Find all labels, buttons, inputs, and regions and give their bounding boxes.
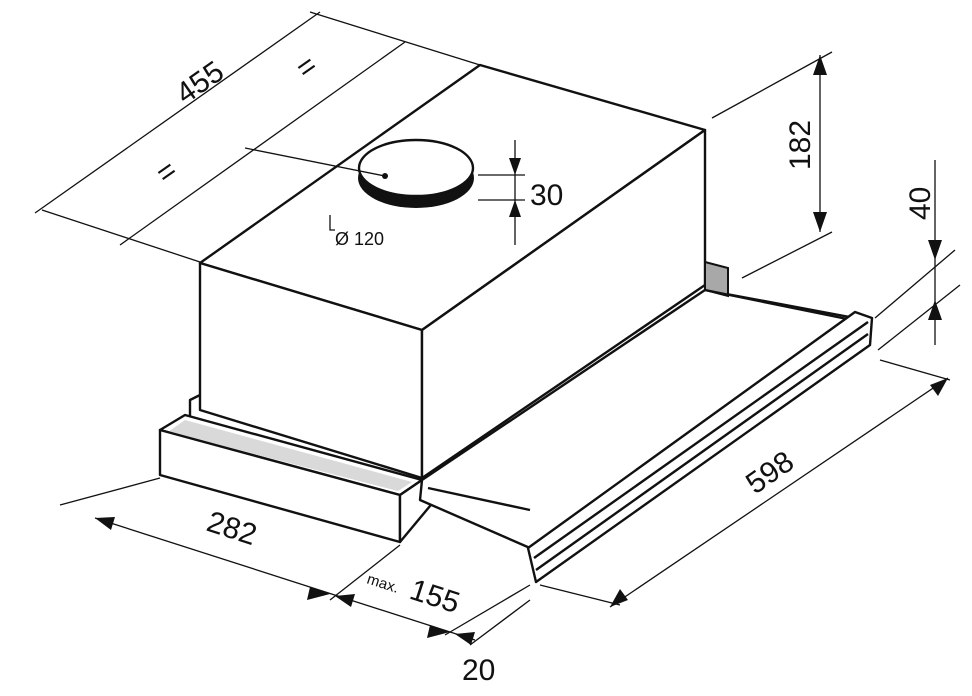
equal-left-label: = bbox=[150, 154, 183, 191]
width-label: 598 bbox=[740, 445, 800, 501]
height-label: 182 bbox=[784, 120, 817, 170]
extension-label: 155 bbox=[406, 573, 464, 620]
drawer-height-label: 40 bbox=[904, 187, 937, 220]
front-panel-label: 20 bbox=[462, 654, 495, 687]
arrowheads bbox=[95, 55, 948, 645]
max-prefix-label: max. bbox=[365, 571, 401, 597]
air-duct bbox=[357, 138, 475, 208]
depth-label: 455 bbox=[170, 55, 230, 111]
equal-right-label: = bbox=[290, 49, 323, 86]
body-depth-label: 282 bbox=[203, 505, 261, 552]
duct-height-label: 30 bbox=[530, 179, 563, 212]
duct-diameter-label: Ø 120 bbox=[335, 229, 384, 249]
telescopic-drawer bbox=[418, 260, 874, 584]
